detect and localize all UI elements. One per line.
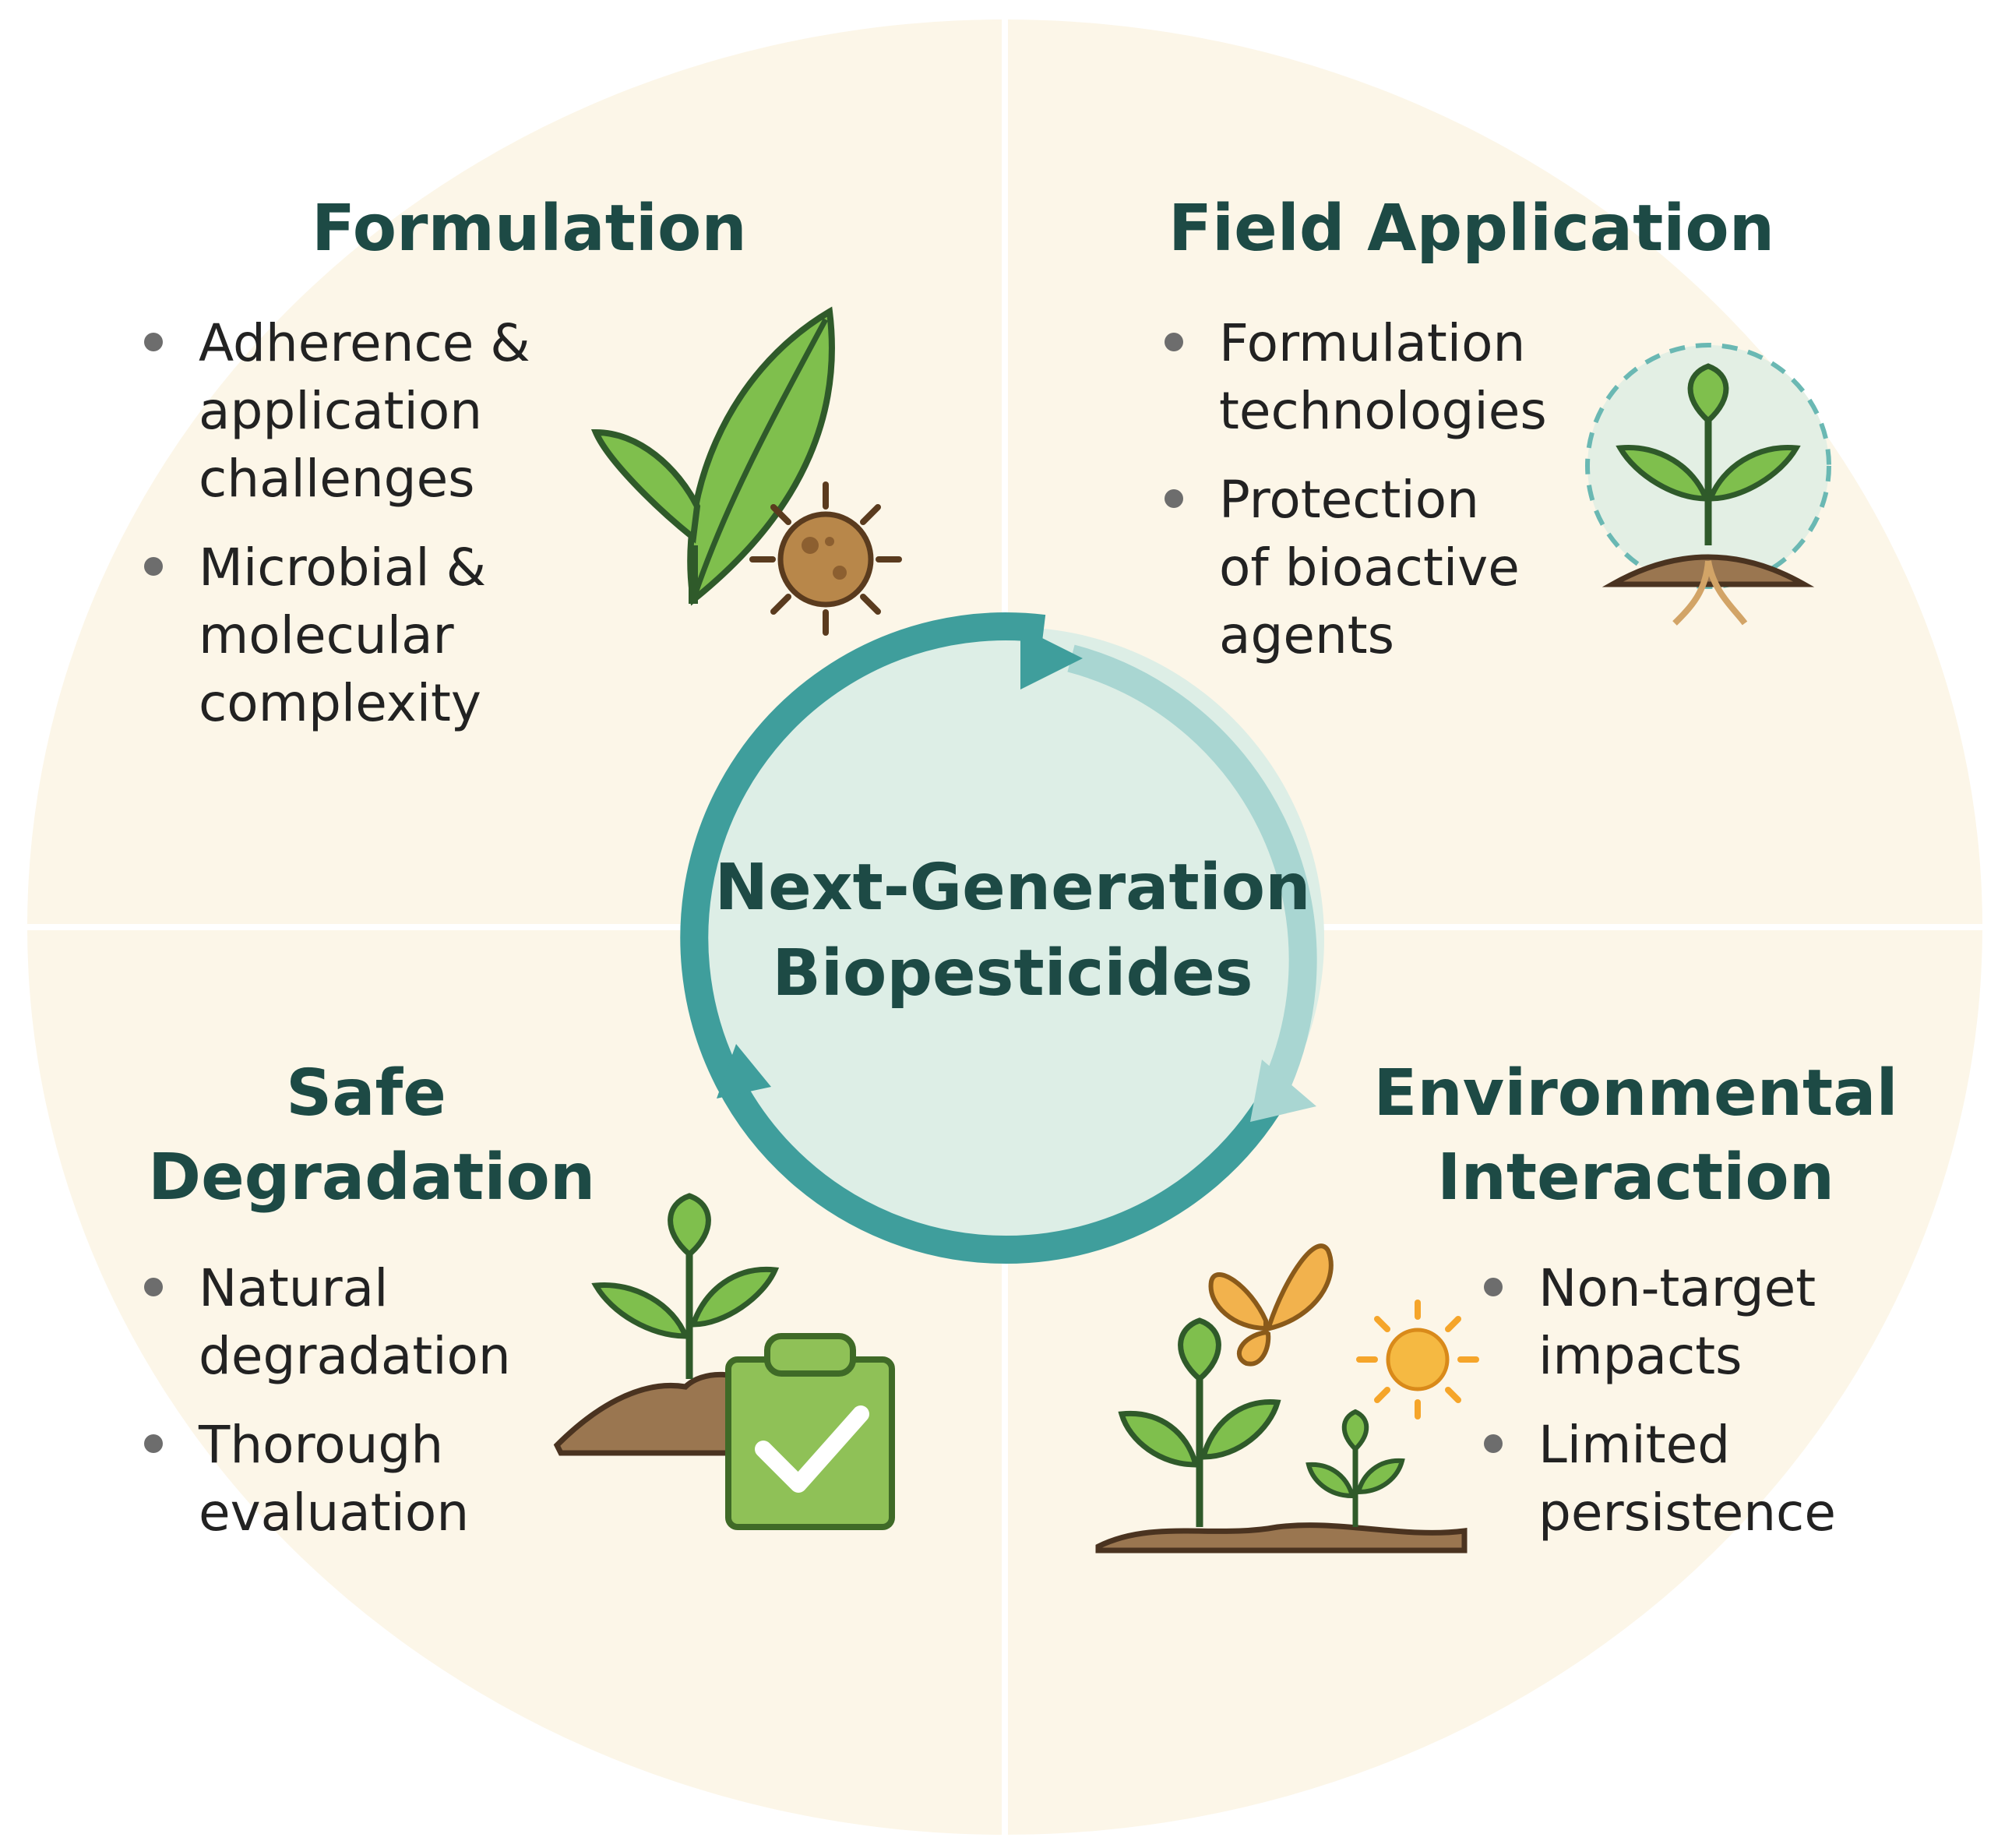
- cycle-arrow-top: [1020, 627, 1083, 689]
- bullet-dot: [144, 557, 163, 576]
- quadrant-title-formulation: Formulation: [312, 192, 747, 266]
- bullet-item: Adherence & application challenges: [144, 309, 611, 513]
- bullet-list-environmental-interaction: Non-target impacts Limited persistence: [1484, 1254, 1920, 1568]
- plants-soil-icon: [1095, 1317, 1468, 1554]
- bullet-dot: [144, 1434, 163, 1453]
- bullet-item: Non-target impacts: [1484, 1254, 1920, 1390]
- sun-icon: [1356, 1300, 1479, 1420]
- cycle-arrow-right: [1250, 1060, 1316, 1122]
- bullet-item: Natural degradation: [144, 1254, 580, 1390]
- cycle-arc-light: [1067, 644, 1317, 1089]
- bullet-list-field-application: Formulation technologies Protection of b…: [1165, 309, 1601, 690]
- bullet-dot: [1484, 1434, 1503, 1453]
- clipboard-check-icon: [725, 1333, 895, 1530]
- center-title: Next-Generation Biopesticides: [714, 851, 1311, 1010]
- cycle-arrow-left: [717, 1044, 771, 1099]
- leaf-icon: [590, 306, 835, 606]
- bullet-item: Thorough evaluation: [144, 1411, 580, 1546]
- bullet-list-safe-degradation: Natural degradation Thorough evaluation: [144, 1254, 580, 1568]
- bullet-dot: [1484, 1278, 1503, 1296]
- quadrant-title-safe-degradation: Safe Degradation: [148, 1056, 596, 1215]
- quadrant-title-environmental-interaction: Environmental Interaction: [1373, 1056, 1898, 1215]
- bullet-item: Limited persistence: [1484, 1411, 1920, 1546]
- sprout-soil-icon: [553, 1193, 780, 1456]
- quadrant-title-field-application: Field Application: [1168, 192, 1775, 266]
- butterfly-icon: [1208, 1243, 1334, 1367]
- bullet-dot: [144, 1278, 163, 1296]
- bullet-item: Protection of bioactive agents: [1165, 466, 1601, 669]
- bullet-item: Microbial & molecular complexity: [144, 534, 611, 737]
- center-circle: [701, 627, 1324, 1250]
- bullet-dot: [1165, 333, 1183, 351]
- seedling-bubble-icon: [1585, 343, 1831, 626]
- bullet-item: Formulation technologies: [1165, 309, 1601, 445]
- bullet-list-formulation: Adherence & application challenges Micro…: [144, 309, 611, 758]
- bullet-dot: [1165, 489, 1183, 508]
- microbe-icon: [749, 481, 902, 636]
- bullet-dot: [144, 333, 163, 351]
- cycle-diagram: [680, 612, 1324, 1264]
